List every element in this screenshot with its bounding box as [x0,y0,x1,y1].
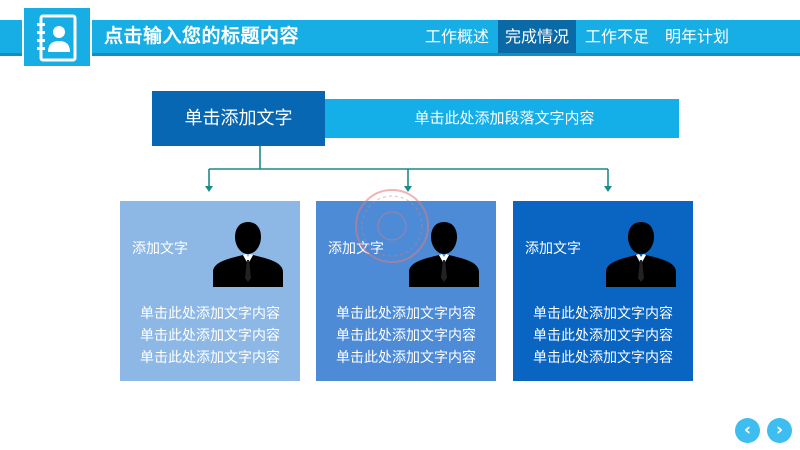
card-line: 单击此处添加文字内容 [533,328,673,344]
contact-book-icon [37,14,77,62]
arrowhead-1 [205,186,213,192]
chevron-right-icon[interactable]: › [767,418,792,443]
businessman-silhouette-icon [606,222,676,287]
card-text-lines: 单击此处添加文字内容 单击此处添加文字内容 单击此处添加文字内容 [513,303,693,369]
card-line: 单击此处添加文字内容 [336,328,476,344]
header-underline [0,53,800,56]
team-card-2[interactable]: 添加文字 单击此处添加文字内容 单击此处添加文字内容 单击此处添加文字内容 [316,201,496,381]
card-title: 添加文字 [525,241,581,257]
nav-item-overview[interactable]: 工作概述 [424,27,489,46]
card-line: 单击此处添加文字内容 [140,350,280,366]
card-title: 添加文字 [328,241,384,257]
card-line: 单击此处添加文字内容 [336,350,476,366]
top-nav: 工作概述 完成情况 工作不足 明年计划 [416,20,736,53]
header-band [0,20,800,53]
header-bar: 点击输入您的标题内容 工作概述 完成情况 工作不足 明年计划 [0,0,800,68]
card-line: 单击此处添加文字内容 [140,328,280,344]
card-title: 添加文字 [132,241,188,257]
card-line: 单击此处添加文字内容 [140,306,280,322]
businessman-silhouette-icon [213,222,283,287]
arrowhead-2 [404,186,412,192]
card-text-lines: 单击此处添加文字内容 单击此处添加文字内容 单击此处添加文字内容 [316,303,496,369]
team-card-1[interactable]: 添加文字 单击此处添加文字内容 单击此处添加文字内容 单击此处添加文字内容 [120,201,300,381]
card-line: 单击此处添加文字内容 [336,306,476,322]
banner-title-box[interactable]: 单击添加文字 [152,91,325,146]
chevron-left-icon[interactable]: ‹ [735,418,760,443]
page-title: 点击输入您的标题内容 [104,25,300,47]
banner-subtitle-box[interactable]: 单击此处添加段落文字内容 [295,99,679,138]
banner-subtitle: 单击此处添加段落文字内容 [414,109,595,127]
nav-item-shortcomings[interactable]: 工作不足 [584,27,649,46]
nav-item-completion[interactable]: 完成情况 [497,20,576,53]
businessman-silhouette-icon [409,222,479,287]
logo [22,6,92,68]
card-line: 单击此处添加文字内容 [533,306,673,322]
arrowhead-3 [604,186,612,192]
team-card-3[interactable]: 添加文字 单击此处添加文字内容 单击此处添加文字内容 单击此处添加文字内容 [513,201,693,381]
card-line: 单击此处添加文字内容 [533,350,673,366]
nav-item-next-year-plan[interactable]: 明年计划 [664,27,729,46]
card-text-lines: 单击此处添加文字内容 单击此处添加文字内容 单击此处添加文字内容 [120,303,300,369]
